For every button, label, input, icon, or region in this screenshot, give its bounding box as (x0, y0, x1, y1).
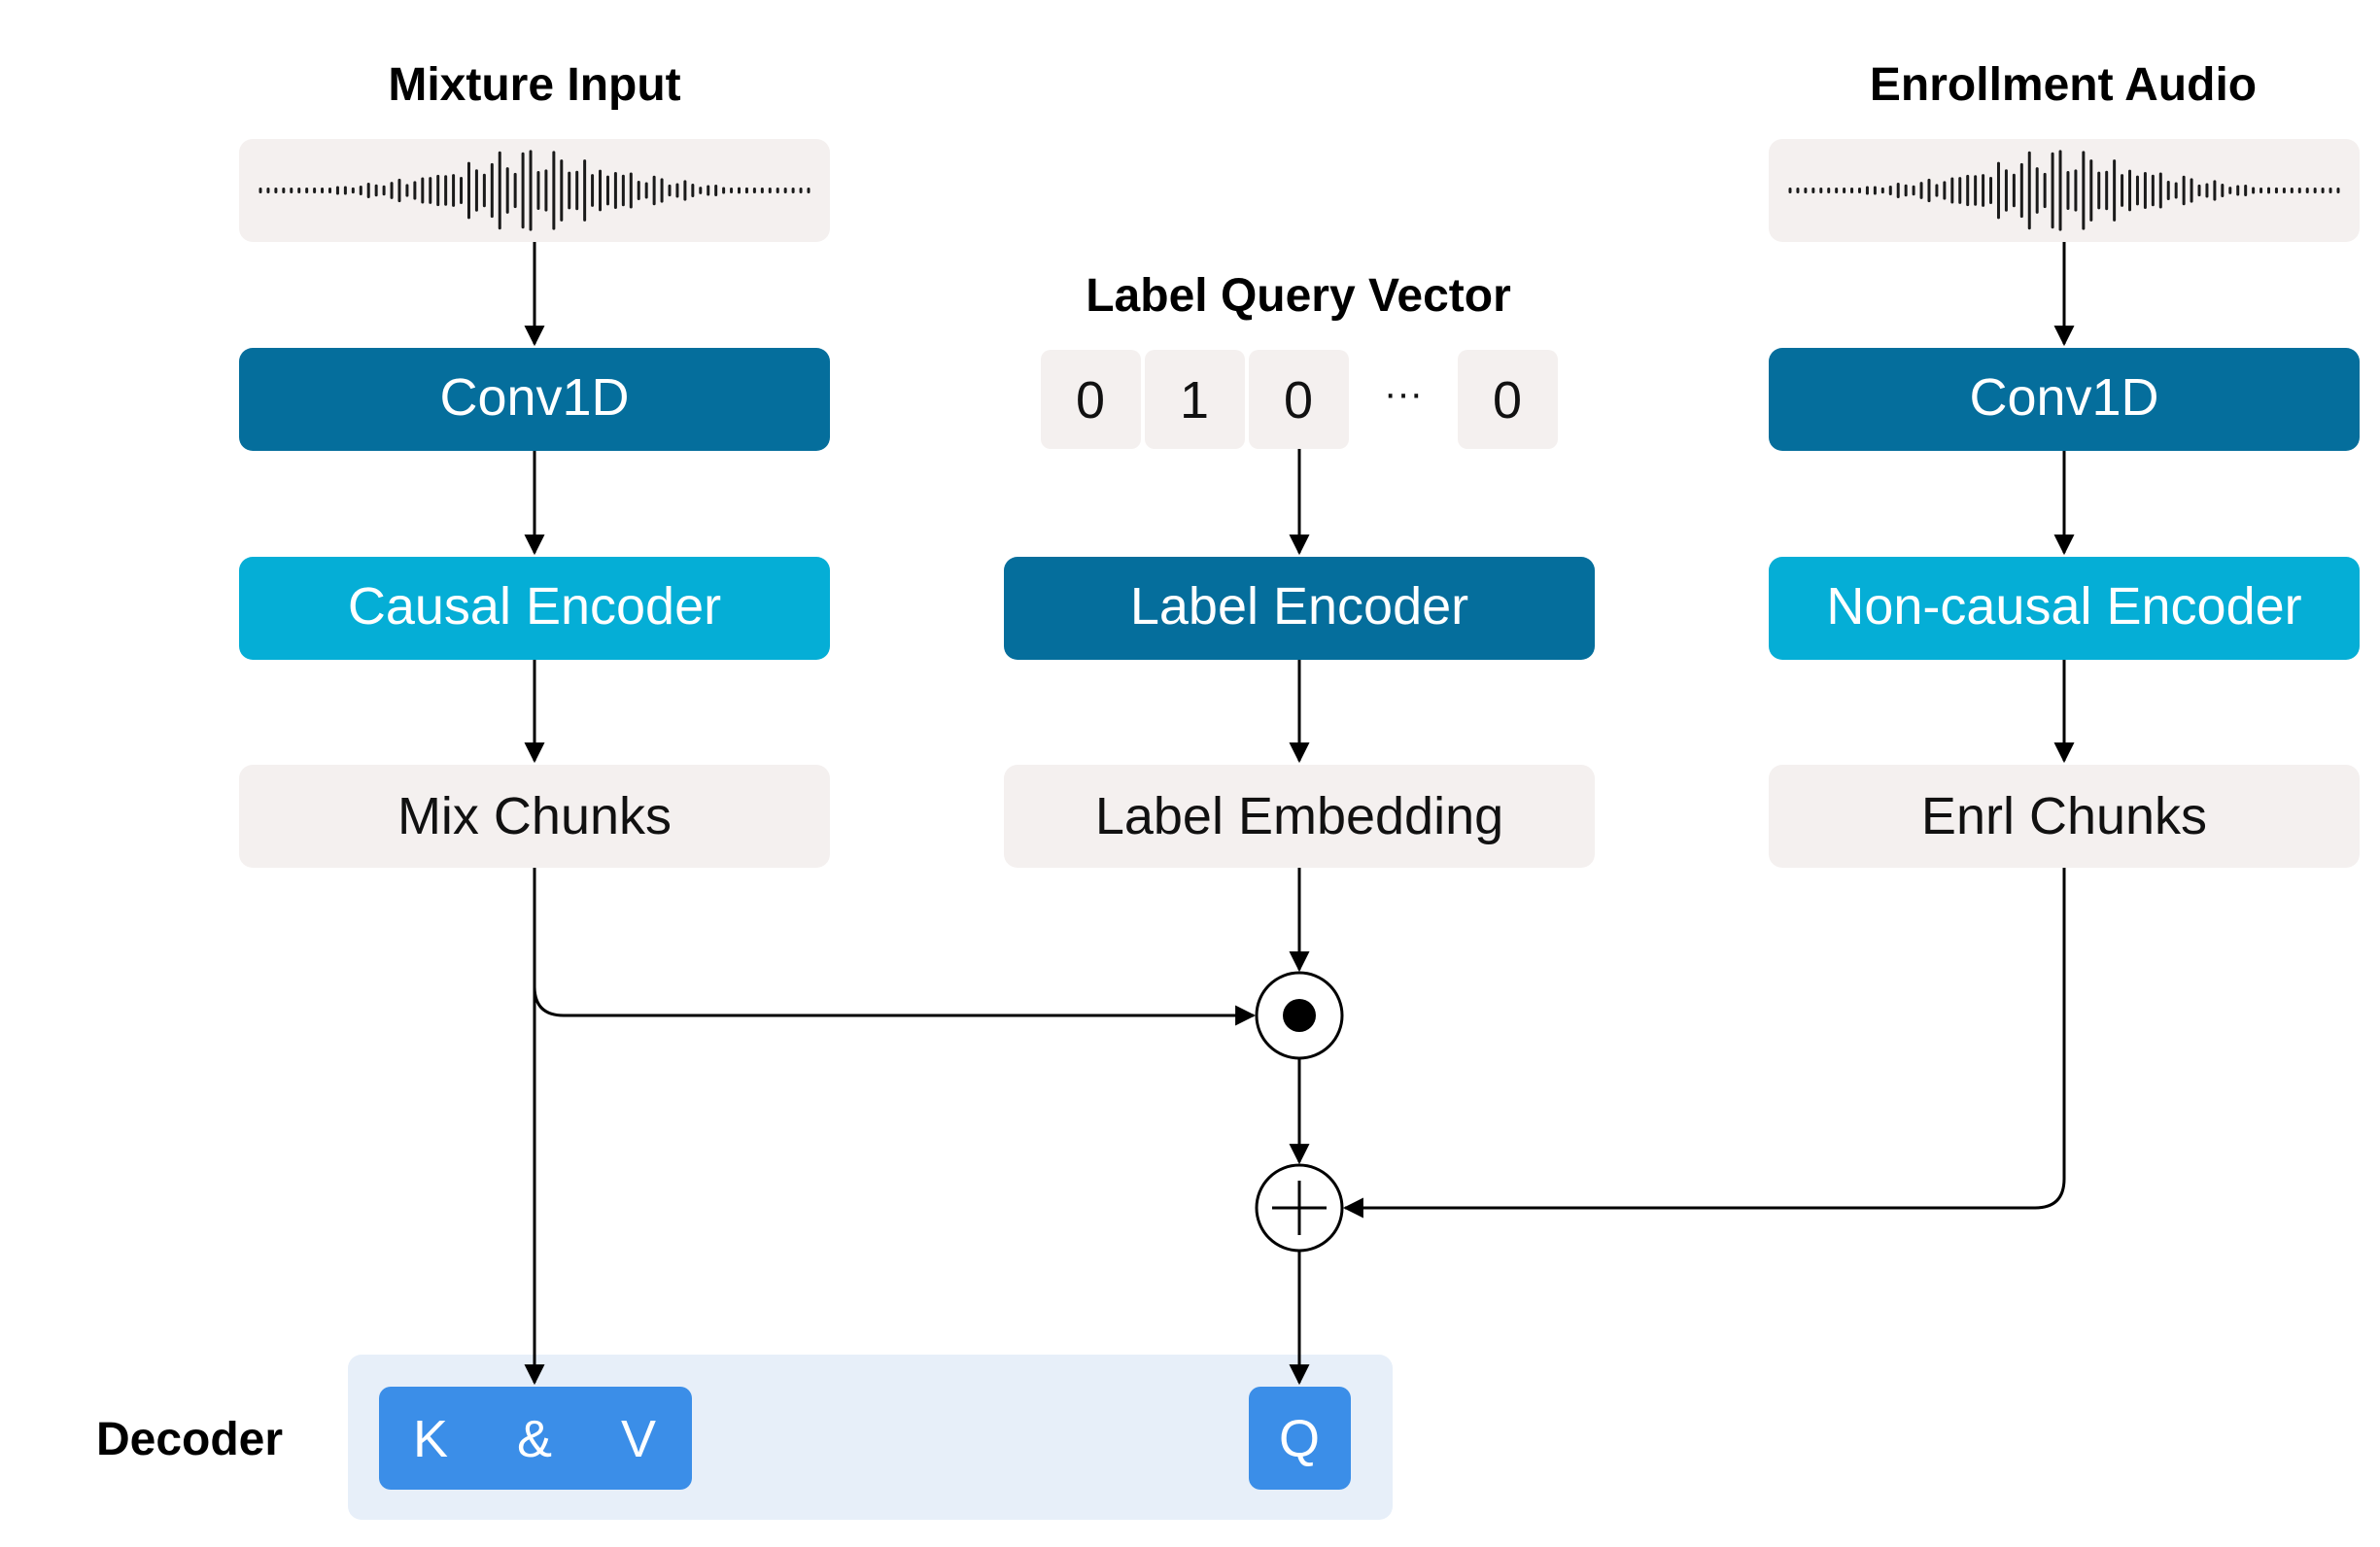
title-mixture-input: Mixture Input (388, 59, 680, 111)
query-block: Q (1249, 1387, 1351, 1490)
right-conv1d-block: Conv1D (1769, 348, 2360, 451)
query-cell: 0 (1284, 371, 1313, 430)
key-label: K (413, 1410, 448, 1468)
non-causal-encoder-block: Non-causal Encoder (1769, 557, 2360, 660)
plus-icon (1255, 1163, 1344, 1253)
left-conv1d-label: Conv1D (439, 368, 629, 427)
key-value-block: K & V (379, 1387, 692, 1490)
label-encoder-block: Label Encoder (1004, 557, 1595, 660)
mix-chunks-label: Mix Chunks (397, 787, 672, 845)
query-cell: 0 (1493, 371, 1522, 430)
title-decoder: Decoder (96, 1414, 283, 1465)
value-label: V (621, 1410, 656, 1468)
label-embedding-label: Label Embedding (1095, 787, 1503, 845)
enrl-chunks-label: Enrl Chunks (1921, 787, 2207, 845)
right-conv1d-label: Conv1D (1969, 368, 2158, 427)
label-query-vector: 0 1 0 ··· 0 (1041, 350, 1558, 449)
label-encoder-label: Label Encoder (1130, 577, 1468, 636)
query-label: Q (1279, 1410, 1320, 1468)
left-conv1d-block: Conv1D (239, 348, 830, 451)
title-label-query-vector: Label Query Vector (1086, 270, 1511, 322)
label-embedding-block: Label Embedding (1004, 765, 1595, 868)
query-ellipsis: ··· (1384, 372, 1423, 415)
mix-chunks-block: Mix Chunks (239, 765, 830, 868)
query-cell: 0 (1076, 371, 1105, 430)
dot-product-icon (1255, 971, 1344, 1060)
connector-arrows (524, 242, 2075, 1386)
title-enrollment-audio: Enrollment Audio (1870, 59, 2257, 111)
and-label: & (517, 1410, 552, 1468)
mixture-waveform (239, 139, 830, 242)
enrl-chunks-block: Enrl Chunks (1769, 765, 2360, 868)
causal-encoder-label: Causal Encoder (348, 577, 721, 636)
non-causal-encoder-label: Non-causal Encoder (1826, 577, 2301, 636)
query-cell: 1 (1180, 371, 1209, 430)
causal-encoder-block: Causal Encoder (239, 557, 830, 660)
enrollment-waveform (1769, 139, 2360, 242)
